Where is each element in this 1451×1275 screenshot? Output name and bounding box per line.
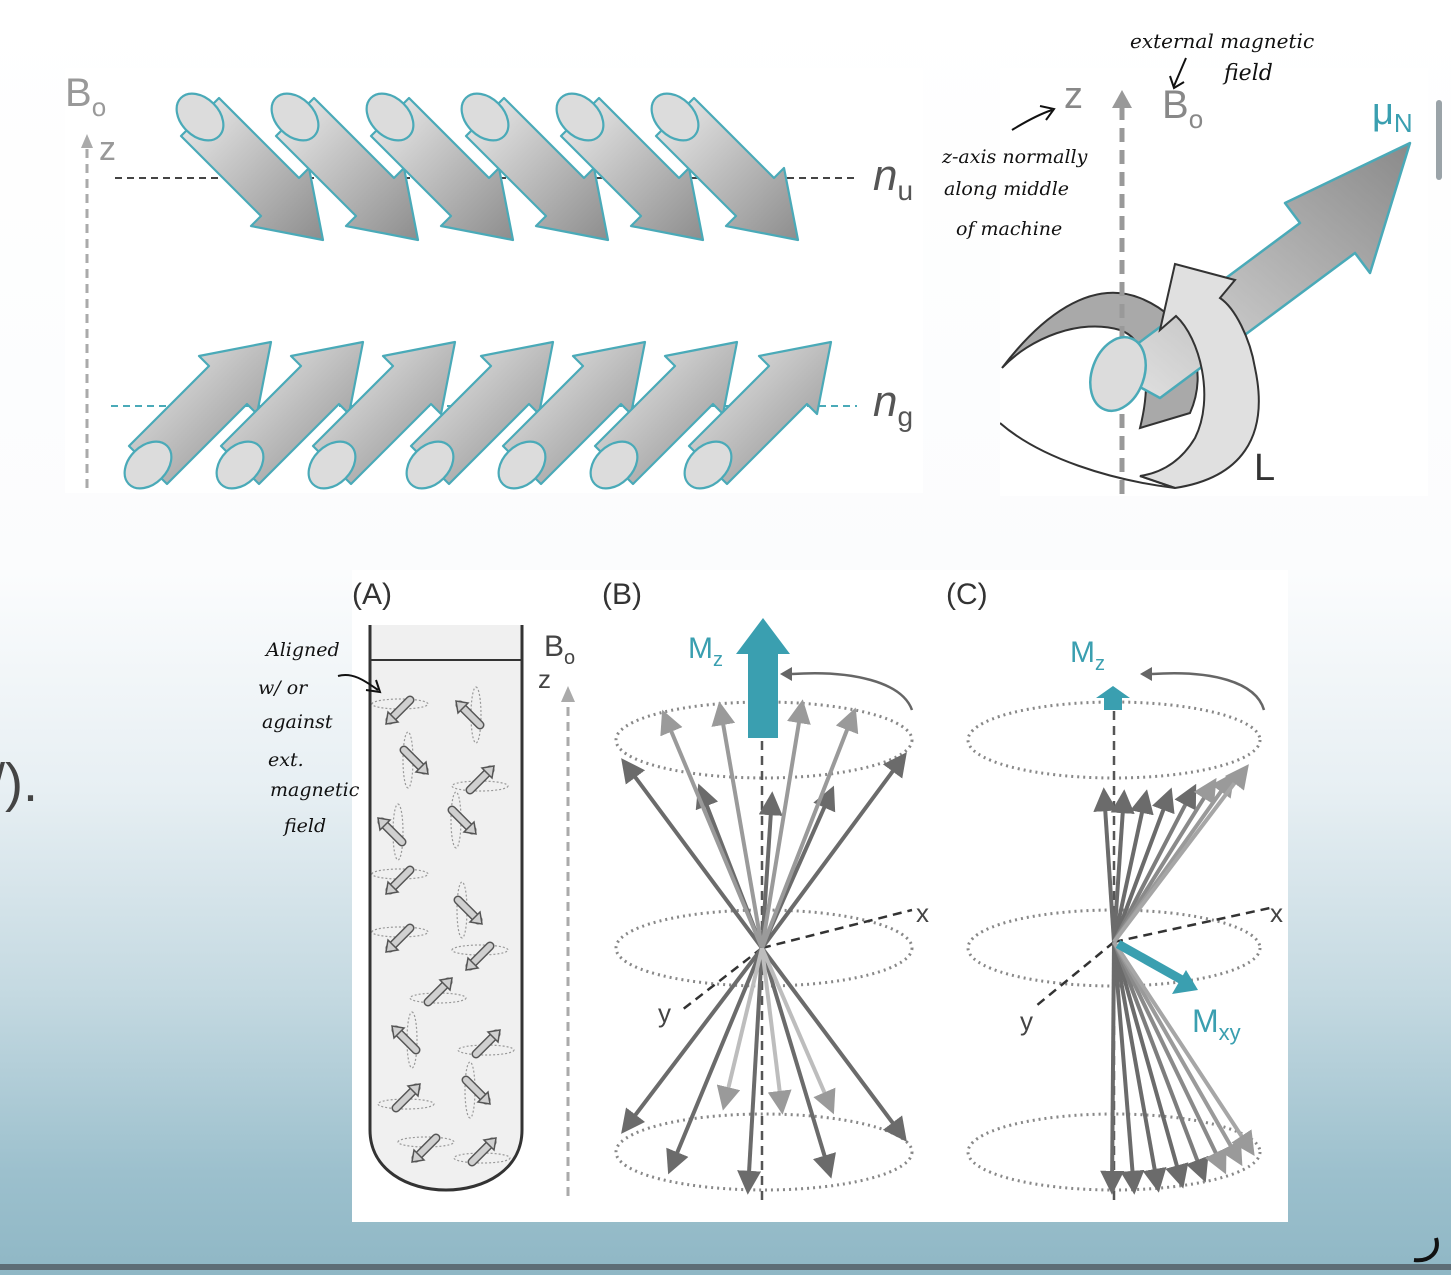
panel-a-label: (A) (352, 578, 392, 611)
annotation-field-pointer (1169, 57, 1187, 90)
b0-label: Bo (65, 71, 106, 122)
mxy-vector (1115, 940, 1185, 984)
b0-label: Bo (544, 630, 575, 669)
precession-arrow-c (1151, 672, 1266, 711)
energy-levels-svg: Bo z nu ng (65, 71, 913, 493)
slide-text-fragment: /). (0, 753, 38, 813)
upper-precession-cone (614, 700, 914, 780)
mz-vector-b (736, 618, 790, 738)
annotation-aligned-line4: ext. (268, 749, 304, 771)
spin-vectors-c (1093, 764, 1255, 1195)
y-axis-line (681, 947, 763, 1011)
x-axis-label-c: x (1270, 898, 1283, 928)
angular-momentum-arrow-back (1001, 291, 1199, 430)
mz-label-c: Mz (1070, 636, 1105, 675)
annotation-aligned-line2: w/ or (258, 677, 309, 699)
nu-label: nu (873, 151, 913, 206)
ng-label: ng (873, 377, 913, 432)
annotation-aligned-line1: Aligned (264, 639, 340, 661)
z-axis-label: z (538, 664, 551, 694)
annotation-aligned-line3: against (262, 711, 333, 733)
angular-momentum-arrow-front (1139, 262, 1260, 490)
mxy-arrowhead (1172, 970, 1198, 994)
mu-n-label: μN (1372, 91, 1413, 138)
magnetization-svg: (A) Bo z (B) (352, 578, 1283, 1200)
precession-arrowhead-c (1140, 667, 1152, 681)
panel-c-label: (C) (946, 578, 988, 611)
corner-ink-mark (1413, 1237, 1439, 1263)
spin-vectors-b (621, 699, 907, 1195)
annotation-external-field-line1: external magnetic (1130, 29, 1314, 53)
b0-label: Bo (1162, 83, 1203, 134)
y-axis-label-b: y (658, 998, 671, 1028)
x-axis-label-b: x (916, 898, 929, 928)
annotation-axis-line3: of machine (956, 218, 1062, 240)
lower-precession-cone (614, 1112, 914, 1192)
mz-label-b: Mz (688, 632, 723, 671)
magnetic-moment-arrow (1103, 141, 1412, 400)
slide-bottom-rule (0, 1264, 1451, 1270)
y-axis-label-c: y (1020, 1006, 1033, 1036)
scrollbar-thumb[interactable] (1436, 100, 1442, 180)
annotation-external-field-line2: field (1222, 61, 1273, 86)
annotation-aligned-line5: magnetic (270, 779, 360, 801)
energy-levels-figure: Bo z nu ng (65, 68, 923, 493)
equator-ring (614, 908, 914, 988)
annotation-axis-pointer (1011, 105, 1056, 131)
annotation-aligned-pointer (337, 674, 382, 694)
x-axis-line (1113, 906, 1271, 944)
magnetic-moment-figure: z Bo μN L (1000, 68, 1428, 496)
annotation-axis-line2: along middle (944, 178, 1069, 200)
angular-momentum-edge (1000, 422, 1176, 489)
z-axis-label: z (1064, 75, 1083, 117)
z-axis-arrowhead (561, 686, 575, 702)
annotation-aligned-line6: field (282, 815, 326, 837)
precession-arrow-b (791, 672, 914, 711)
mz-vector-c (1096, 686, 1130, 710)
z-axis-arrowhead (1112, 90, 1132, 108)
annotation-axis-line1: z-axis normally (941, 146, 1088, 168)
precession-arrowhead-b (780, 667, 792, 681)
mxy-label: Mxy (1192, 1003, 1241, 1045)
magnetization-figure: (A) Bo z (B) (352, 570, 1288, 1222)
panel-b-label: (B) (602, 578, 642, 611)
z-axis-label: z (99, 130, 116, 168)
moment-arrow-base (1089, 335, 1147, 413)
x-axis-line (761, 908, 913, 950)
magnetic-moment-svg: z Bo μN L (1000, 75, 1413, 494)
y-axis-line (1035, 941, 1115, 1007)
l-label: L (1254, 447, 1275, 489)
z-axis-arrowhead (81, 134, 93, 148)
